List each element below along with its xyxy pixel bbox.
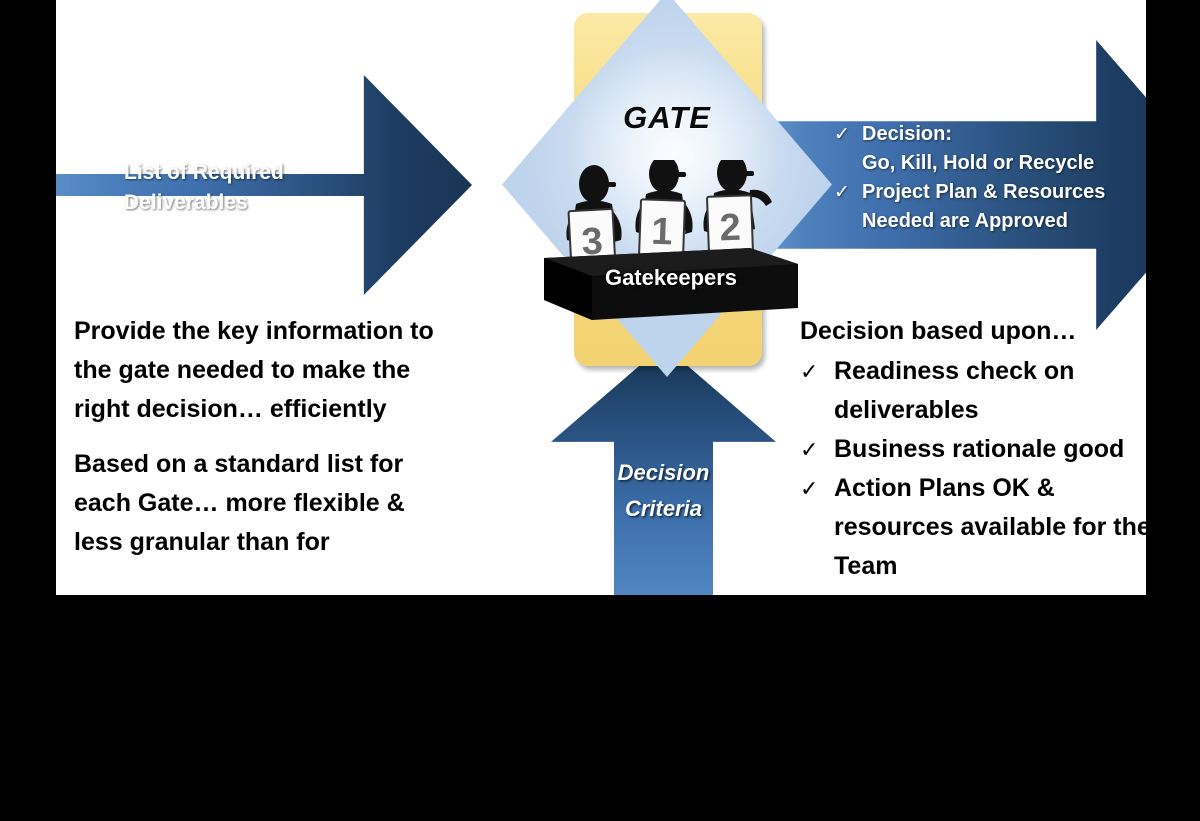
right-arrow-item-line-1: Decision: — [862, 123, 953, 145]
right-description-text: Decision based upon… ✓ Readiness check o… — [800, 312, 1146, 586]
right-arrow-item: ✓ Project Plan & Resources Needed are Ap… — [834, 178, 1146, 236]
right-bullet-text: Business rationale good — [834, 435, 1125, 463]
gatekeepers-illustration: 3 1 2 Gatekeepers — [536, 160, 806, 320]
score-card-1: 1 — [638, 198, 686, 260]
check-icon: ✓ — [800, 437, 819, 462]
up-arrow-line-2: Criteria — [624, 496, 703, 521]
left-paragraph-1: Provide the key information to the gate … — [74, 317, 434, 423]
right-arrow-item: ✓ Decision: Go, Kill, Hold or Recycle — [834, 120, 1146, 178]
left-arrow-label: List of Required Deliverables — [124, 158, 384, 218]
right-arrow-label: ✓ Decision: Go, Kill, Hold or Recycle ✓ … — [834, 120, 1146, 236]
svg-text:2: 2 — [719, 207, 742, 250]
left-arrow-line-1: List of Required — [124, 161, 284, 184]
slide-panel: List of Required Deliverables ✓ Decision… — [56, 0, 1146, 595]
right-bullet-text: Readiness check on deliverables — [834, 357, 1075, 424]
score-card-2: 2 — [706, 194, 754, 256]
gatekeepers-table — [544, 248, 798, 320]
right-bullet: ✓ Business rationale good — [800, 430, 1146, 469]
score-card-3: 3 — [567, 207, 617, 271]
right-arrow-item-line-2: Needed are Approved — [862, 210, 1068, 232]
right-output-arrow: ✓ Decision: Go, Kill, Hold or Recycle ✓ … — [756, 40, 1146, 330]
right-arrow-item-line-1: Project Plan & Resources — [862, 181, 1106, 203]
bottom-criteria-arrow: Decision Criteria — [551, 345, 776, 595]
left-description-text: Provide the key information to the gate … — [74, 312, 444, 562]
svg-text:3: 3 — [581, 220, 604, 263]
gatekeepers-svg: 3 1 2 — [544, 160, 798, 320]
right-bullet: ✓ Readiness check on deliverables — [800, 352, 1146, 430]
right-bullet: ✓ Action Plans OK & resources available … — [800, 469, 1146, 586]
left-paragraph-2: Based on a standard list for each Gate… … — [74, 450, 405, 556]
right-bullet-text: Action Plans OK & resources available fo… — [834, 474, 1146, 580]
left-input-arrow: List of Required Deliverables — [56, 75, 472, 295]
svg-text:1: 1 — [651, 211, 674, 254]
left-arrow-line-2: Deliverables — [124, 191, 248, 214]
check-icon: ✓ — [834, 182, 850, 203]
up-arrow-line-1: Decision — [617, 460, 710, 485]
right-text-header: Decision based upon… — [800, 317, 1077, 345]
check-icon: ✓ — [800, 476, 819, 501]
check-icon: ✓ — [834, 124, 850, 145]
check-icon: ✓ — [800, 359, 819, 384]
gate-title: GATE — [623, 100, 711, 135]
right-arrow-item-line-2: Go, Kill, Hold or Recycle — [862, 152, 1095, 174]
up-arrow-label: Decision Criteria — [551, 455, 776, 527]
